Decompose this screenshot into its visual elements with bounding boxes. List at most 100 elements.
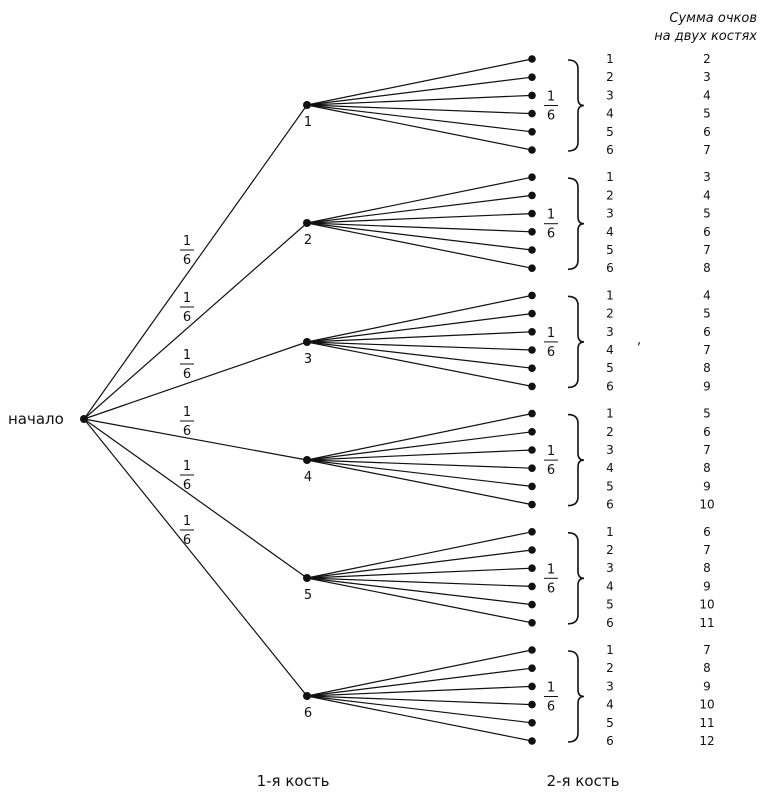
- second-die-edge-6-3: [306, 685, 533, 697]
- sum-value-2-6: 8: [703, 261, 711, 275]
- first-die-node-6: [303, 692, 311, 700]
- sum-value-5-1: 6: [703, 525, 711, 539]
- second-die-edge-3-1: [306, 294, 533, 343]
- second-die-edge-5-2: [306, 549, 533, 579]
- second-die-outcome-3-3: 3: [606, 325, 614, 339]
- sum-value-1-6: 7: [703, 143, 711, 157]
- second-die-outcome-5-5: 5: [606, 598, 614, 612]
- brace-1: [567, 59, 585, 152]
- second-die-edge-3-5: [306, 341, 533, 369]
- sum-value-1-3: 4: [703, 88, 711, 102]
- second-die-outcome-6-2: 2: [606, 661, 614, 675]
- first-die-outcome-1: 1: [304, 115, 312, 130]
- second-die-node-4-5: [528, 482, 536, 491]
- second-die-outcome-2-1: 1: [606, 170, 614, 184]
- first-die-edge-4: [83, 418, 308, 461]
- second-die-probability-6-numerator: 1: [547, 681, 555, 696]
- second-die-edge-4-3: [306, 449, 533, 461]
- second-die-node-3-2: [528, 309, 536, 318]
- tree-edges: [83, 58, 533, 742]
- second-die-node-3-4: [528, 346, 536, 354]
- second-die-outcome-6-5: 5: [606, 716, 614, 730]
- second-die-outcome-4-5: 5: [606, 479, 614, 493]
- second-die-node-1-5: [528, 128, 536, 136]
- second-die-probability-2-numerator: 1: [547, 208, 555, 223]
- sum-value-5-5: 10: [699, 598, 714, 612]
- sum-value-2-4: 6: [703, 225, 711, 239]
- start-label: начало: [8, 410, 64, 428]
- sum-value-3-6: 9: [703, 379, 711, 393]
- brace-2: [567, 177, 585, 270]
- first-die-probability-3-denominator: 6: [183, 367, 191, 382]
- second-die-node-2-6: [528, 264, 536, 273]
- second-die-node-5-1: [528, 528, 536, 536]
- sum-value-1-2: 3: [703, 70, 711, 84]
- second-die-edge-5-1: [306, 531, 533, 579]
- second-die-outcome-2-3: 3: [606, 207, 614, 221]
- second-die-probability-4-numerator: 1: [547, 444, 555, 459]
- second-die-outcome-2-6: 6: [606, 261, 614, 275]
- sum-value-6-2: 8: [703, 661, 711, 675]
- second-die-node-6-3: [528, 682, 536, 691]
- second-die-outcome-4-4: 4: [606, 461, 614, 475]
- first-die-probability-4-denominator: 6: [183, 424, 191, 439]
- first-die-probability-5-numerator: 1: [183, 459, 191, 474]
- first-die-edge-6: [83, 418, 308, 697]
- second-die-outcome-1-1: 1: [606, 52, 614, 66]
- second-die-node-6-5: [528, 719, 536, 727]
- sum-value-4-1: 5: [703, 407, 711, 421]
- sum-value-6-4: 10: [699, 698, 714, 712]
- second-die-edge-4-6: [306, 459, 533, 506]
- first-die-probability-6-numerator: 1: [183, 514, 191, 529]
- sum-value-2-5: 7: [703, 243, 711, 257]
- second-die-edge-5-6: [306, 577, 533, 624]
- first-die-probability-3-numerator: 1: [183, 348, 191, 363]
- second-die-outcome-1-5: 5: [606, 125, 614, 139]
- second-die-outcome-3-5: 5: [606, 361, 614, 375]
- second-die-node-3-1: [528, 291, 536, 300]
- second-die-edge-2-1: [306, 176, 533, 224]
- second-die-outcome-2-4: 4: [606, 225, 614, 239]
- second-die-outcome-6-4: 4: [606, 698, 614, 712]
- first-die-node-5: [303, 574, 311, 582]
- first-die-probability-1-denominator: 6: [183, 253, 191, 268]
- second-die-edge-3-4: [306, 341, 533, 351]
- second-die-outcome-4-2: 2: [606, 425, 614, 439]
- second-die-edge-6-2: [306, 667, 533, 697]
- second-die-node-3-6: [528, 382, 536, 391]
- second-die-outcome-6-6: 6: [606, 734, 614, 748]
- first-die-probability-2-denominator: 6: [183, 310, 191, 325]
- second-die-node-1-3: [528, 91, 536, 100]
- second-die-probability-3-denominator: 6: [547, 345, 555, 360]
- first-die-node-4: [303, 456, 311, 464]
- sum-value-5-3: 8: [703, 561, 711, 575]
- first-die-outcome-2: 2: [304, 233, 312, 248]
- second-die-probability-3-numerator: 1: [547, 326, 555, 341]
- second-die-edge-2-2: [306, 194, 533, 224]
- brace-group: [567, 59, 585, 743]
- first-die-node-1: [303, 101, 311, 109]
- tree-nodes: [80, 55, 536, 745]
- second-die-outcome-4-1: 1: [606, 407, 614, 421]
- second-die-node-1-6: [528, 146, 536, 154]
- first-die-edge-5: [83, 418, 308, 579]
- second-die-outcome-5-1: 1: [606, 525, 614, 539]
- first-die-node-3: [303, 338, 311, 346]
- second-die-node-1-2: [528, 73, 536, 81]
- second-die-node-6-6: [528, 737, 536, 745]
- second-die-edge-1-4: [306, 104, 533, 115]
- stray-mark: ,: [637, 333, 641, 348]
- second-die-outcome-1-4: 4: [606, 107, 614, 121]
- second-die-outcome-5-3: 3: [606, 561, 614, 575]
- second-die-edge-2-3: [306, 213, 533, 224]
- second-die-outcome-1-6: 6: [606, 143, 614, 157]
- second-die-edge-6-6: [306, 695, 533, 742]
- second-die-node-4-1: [528, 409, 536, 418]
- second-die-probability-4-denominator: 6: [547, 463, 555, 478]
- second-die-outcome-3-4: 4: [606, 343, 614, 357]
- first-die-outcome-5: 5: [304, 588, 312, 603]
- first-die-node-2: [303, 219, 311, 227]
- second-die-outcome-6-1: 1: [606, 643, 614, 657]
- second-die-outcome-4-3: 3: [606, 443, 614, 457]
